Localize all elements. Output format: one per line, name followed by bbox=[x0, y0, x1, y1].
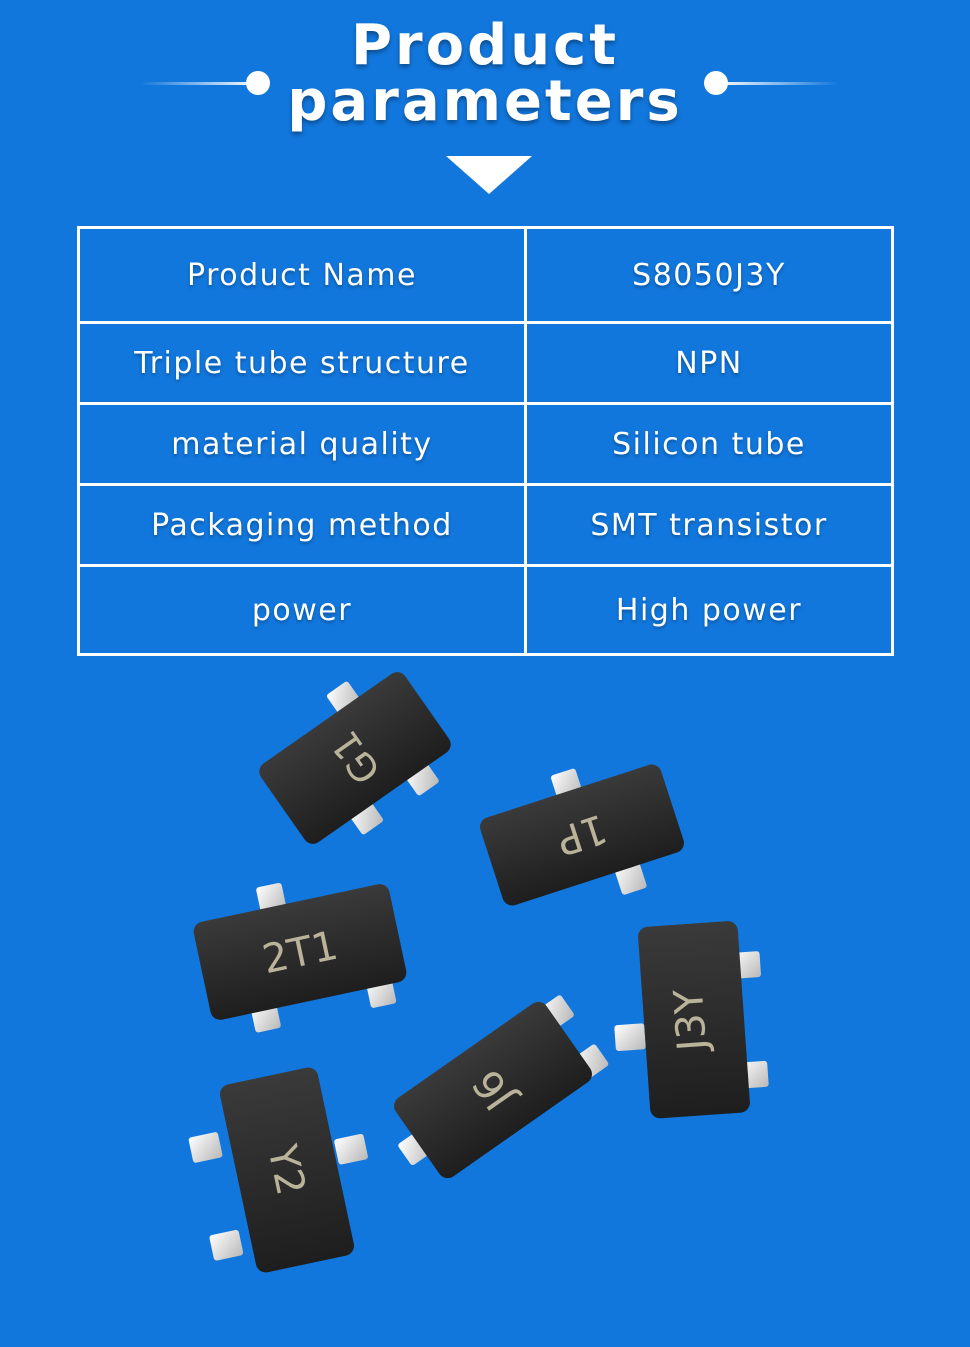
table-row: Packaging method SMT transistor bbox=[77, 483, 894, 567]
chip-marking: Y2 bbox=[258, 1140, 314, 1199]
decorative-dot-right bbox=[704, 71, 728, 95]
down-arrow-icon bbox=[446, 156, 532, 194]
table-row: Triple tube structure NPN bbox=[77, 321, 894, 405]
page-title: Product parameters bbox=[0, 18, 970, 130]
decorative-dot-left bbox=[246, 71, 270, 95]
transistor-chip-j3y: J3Y bbox=[614, 921, 769, 1119]
param-name: Packaging method bbox=[77, 483, 527, 567]
param-value: NPN bbox=[524, 321, 894, 405]
transistor-chip-j6: J6 bbox=[394, 995, 609, 1179]
transistor-chip-g1: G1 bbox=[259, 672, 451, 844]
decorative-line-right bbox=[716, 82, 838, 85]
transistor-chip-y2: Y2 bbox=[188, 1067, 368, 1273]
param-value: High power bbox=[524, 564, 894, 656]
transistor-chip-1p: 1P bbox=[480, 764, 684, 906]
param-name: material quality bbox=[77, 402, 527, 486]
transistor-chip-2t1: 2T1 bbox=[193, 882, 407, 1033]
table-row: power High power bbox=[77, 564, 894, 656]
table-row: material quality Silicon tube bbox=[77, 402, 894, 486]
header: Product parameters bbox=[0, 0, 970, 210]
param-name: power bbox=[77, 564, 527, 656]
chip-marking: J3Y bbox=[666, 987, 716, 1055]
title-line-2: parameters bbox=[287, 69, 683, 134]
parameters-table: Product Name S8050J3Y Triple tube struct… bbox=[77, 226, 894, 656]
param-name: Triple tube structure bbox=[77, 321, 527, 405]
title-line-1: Product bbox=[350, 13, 620, 78]
param-value: S8050J3Y bbox=[524, 226, 894, 324]
table-row: Product Name S8050J3Y bbox=[77, 226, 894, 324]
transistor-photo: G1 1P 2T1 J3Y J6 Y2 bbox=[188, 672, 769, 1273]
param-name: Product Name bbox=[77, 226, 527, 324]
decorative-line-left bbox=[140, 82, 258, 85]
param-value: SMT transistor bbox=[524, 483, 894, 567]
param-value: Silicon tube bbox=[524, 402, 894, 486]
